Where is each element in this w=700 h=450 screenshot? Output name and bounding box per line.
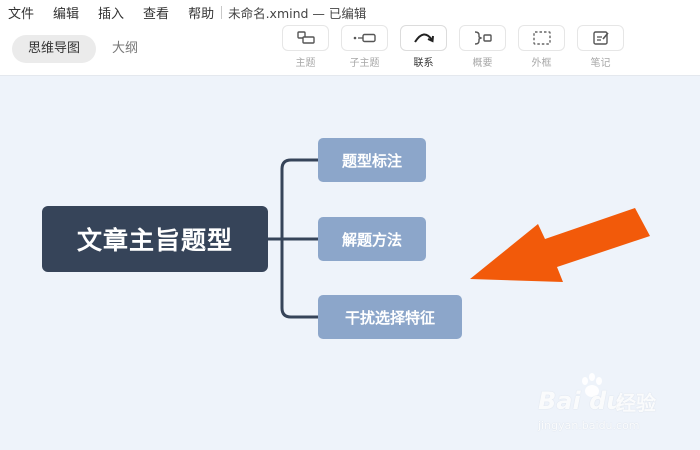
subtopic-icon	[341, 25, 388, 51]
subtopic-button[interactable]: 子主题	[335, 25, 394, 73]
note-button[interactable]: 笔记	[571, 25, 630, 73]
menu-insert[interactable]: 插入	[98, 6, 125, 22]
tab-outline[interactable]: 大纲	[112, 41, 139, 56]
menu-help[interactable]: 帮助	[188, 6, 215, 22]
boundary-button[interactable]: 外框	[512, 25, 571, 73]
menu-separator	[221, 5, 223, 19]
summary-label: 概要	[472, 58, 493, 69]
note-label: 笔记	[590, 58, 611, 69]
boundary-icon	[518, 25, 565, 51]
subtopic-3[interactable]: 干扰选择特征	[318, 295, 462, 339]
menu-view[interactable]: 查看	[143, 6, 170, 22]
summary-icon	[459, 25, 506, 51]
watermark-brand: Bai du	[538, 387, 624, 415]
annotation-arrow	[470, 208, 650, 282]
document-title: 未命名.xmind — 已编辑	[228, 5, 367, 21]
mindmap-canvas[interactable]: 文章主旨题型 题型标注 解题方法 干扰选择特征 Bai du 经验 jingya…	[0, 77, 700, 450]
menu-bar: 文件 编辑 插入 查看 帮助 未命名.xmind — 已编辑	[0, 0, 700, 24]
menu-edit[interactable]: 编辑	[53, 6, 80, 22]
topic-connectors	[268, 158, 318, 319]
tab-mindmap[interactable]: 思维导图	[12, 35, 97, 63]
view-tabs: 思维导图 大纲	[12, 35, 154, 63]
topic-icon	[282, 25, 329, 51]
subtopic-2[interactable]: 解题方法	[318, 217, 426, 261]
topic-button[interactable]: 主题	[276, 25, 335, 73]
watermark: Bai du 经验 jingyan.baidu.com	[534, 373, 694, 443]
menu-file[interactable]: 文件	[8, 6, 35, 22]
watermark-url: jingyan.baidu.com	[538, 419, 640, 432]
summary-button[interactable]: 概要	[453, 25, 512, 73]
relationship-label: 联系	[413, 58, 434, 69]
note-icon	[577, 25, 624, 51]
boundary-label: 外框	[531, 58, 552, 69]
paw-icon	[582, 373, 602, 397]
watermark-cn: 经验	[616, 391, 656, 415]
subtopic-1[interactable]: 题型标注	[318, 138, 426, 182]
topic-label: 主题	[295, 58, 316, 69]
central-topic[interactable]: 文章主旨题型	[42, 206, 268, 272]
toolbar: 思维导图 大纲 主题 子主题 联系 概要	[0, 24, 700, 76]
subtopic-label: 子主题	[349, 58, 380, 69]
relationship-icon	[400, 25, 447, 51]
insert-tools: 主题 子主题 联系 概要 外框	[276, 25, 630, 73]
relationship-button[interactable]: 联系	[394, 25, 453, 73]
